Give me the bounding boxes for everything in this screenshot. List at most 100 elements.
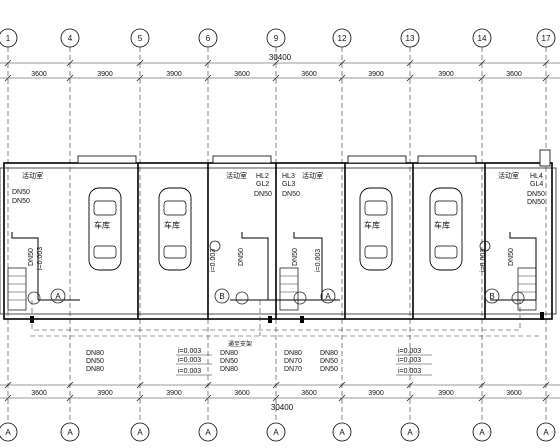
dimension-label-bottom: 3900: [438, 390, 454, 397]
svg-text:DN80: DN80: [86, 350, 104, 357]
axis-bubble-bottom: A: [130, 422, 150, 442]
dimension-tick: [542, 59, 550, 67]
dn50-label: DN50: [527, 199, 545, 206]
total-dimension-bottom: 30400: [271, 403, 294, 412]
svg-text:B: B: [489, 292, 494, 301]
dimension-tick: [272, 381, 280, 389]
svg-text:DN80: DN80: [284, 350, 302, 357]
axis-bubble-top: 13: [400, 28, 420, 48]
dimension-label-bottom: 3600: [506, 390, 522, 397]
dimension-tick: [4, 381, 12, 389]
dimension-label-bottom: 3900: [166, 390, 182, 397]
axis-bubble-bottom: A: [332, 422, 352, 442]
slope-label-vertical: i=0.003: [210, 249, 217, 272]
pipe-size-group: DN80 DN70 DN70: [284, 350, 302, 373]
dimension-tick: [272, 394, 280, 402]
dimension-tick: [406, 381, 414, 389]
axis-bubble-bottom: A: [400, 422, 420, 442]
axis-bubble-bottom: A: [266, 422, 286, 442]
dimension-tick: [478, 59, 486, 67]
dimension-label-bottom: 3900: [97, 390, 113, 397]
dn50-label: DN50: [282, 191, 300, 198]
pipe-tag-hl4: HL4: [530, 173, 543, 180]
dn50-label-vertical: DN50: [508, 248, 515, 266]
dimension-tick: [542, 394, 550, 402]
dimension-label-bottom: 3600: [31, 390, 47, 397]
pipe-tag-gl4: GL4: [530, 181, 543, 188]
slope-label-vertical: i=0.003: [315, 249, 322, 272]
pipe-tag-hl3: HL3: [282, 173, 295, 180]
dimension-tick: [406, 74, 414, 82]
dimension-ticks: [4, 59, 550, 402]
car-icon: [359, 187, 393, 271]
dimension-tick: [272, 74, 280, 82]
room-label-activity: 活动室: [226, 171, 247, 180]
dimension-tick: [204, 59, 212, 67]
top-dimension-lines: [0, 62, 560, 79]
dimension-tick: [542, 74, 550, 82]
room-label-activity: 活动室: [22, 171, 43, 180]
room-label-garage: 车库: [164, 220, 180, 230]
dimension-label-top: 3600: [234, 71, 250, 78]
svg-text:A: A: [325, 292, 331, 301]
dimension-tick: [204, 74, 212, 82]
dn50-label-vertical: DN50: [28, 248, 35, 266]
axis-label-top: 5: [138, 34, 143, 43]
pipe-size-group: DN80 DN50 DN80: [220, 350, 238, 373]
pipe-tag-gl2: GL2: [256, 181, 269, 188]
stair-middle: [279, 267, 299, 311]
dimension-tick: [66, 381, 74, 389]
axis-bubble-top: 6: [198, 28, 218, 48]
axis-bubble-top: 4: [60, 28, 80, 48]
dn50-label: DN50: [12, 198, 30, 205]
total-dimension-top: 30400: [269, 53, 292, 62]
axis-label-bottom: A: [137, 428, 143, 437]
car-icon: [158, 187, 192, 271]
axis-bubble-bottom: A: [60, 422, 80, 442]
axis-bubble-top: 14: [472, 28, 492, 48]
axis-label-bottom: A: [339, 428, 345, 437]
pipe-size-group: DN80 DN50 DN80: [86, 350, 104, 373]
axis-label-top: 6: [206, 34, 211, 43]
dimension-tick: [136, 74, 144, 82]
dimension-label-top: 3900: [97, 71, 113, 78]
axis-label-bottom: A: [5, 428, 11, 437]
dn50-label: DN50: [254, 191, 272, 198]
dimension-tick: [406, 59, 414, 67]
svg-text:DN80: DN80: [320, 350, 338, 357]
dn50-label: DN50: [527, 191, 545, 198]
dn50-label-vertical: DN50: [292, 248, 299, 266]
building-walls: [0, 149, 557, 323]
dimension-tick: [66, 59, 74, 67]
axis-label-top: 17: [542, 34, 551, 43]
slope-label-underlines: [176, 354, 432, 376]
dimension-label-top: 3600: [506, 71, 522, 78]
dn50-label: DN50: [12, 189, 30, 196]
dimension-tick: [478, 394, 486, 402]
axis-label-top: 9: [274, 34, 279, 43]
pipe-tag-hl2: HL2: [256, 173, 269, 180]
svg-text:DN50: DN50: [320, 358, 338, 365]
dimension-tick: [338, 74, 346, 82]
axis-label-bottom: A: [543, 428, 549, 437]
stair-left: [7, 267, 27, 311]
axis-bubble-top: 5: [130, 28, 150, 48]
dimension-tick: [4, 74, 12, 82]
axis-label-bottom: A: [205, 428, 211, 437]
dimension-tick: [66, 394, 74, 402]
svg-text:DN50: DN50: [320, 366, 338, 373]
axis-bubble-top: 1: [0, 28, 18, 48]
axis-bubble-bottom: A: [536, 422, 556, 442]
dimension-tick: [338, 59, 346, 67]
slope-label-vertical: i=0.003: [480, 249, 487, 272]
dimension-label-top: 3900: [438, 71, 454, 78]
slope-label: i=0.003: [178, 357, 201, 364]
axis-label-bottom: A: [67, 428, 73, 437]
dimension-tick: [4, 394, 12, 402]
slope-label: i=0.003: [178, 368, 201, 375]
axis-bubble-bottom: A: [0, 422, 18, 442]
slope-label: i=0.003: [398, 357, 421, 364]
room-label-activity: 活动室: [302, 171, 323, 180]
dimension-tick: [4, 59, 12, 67]
